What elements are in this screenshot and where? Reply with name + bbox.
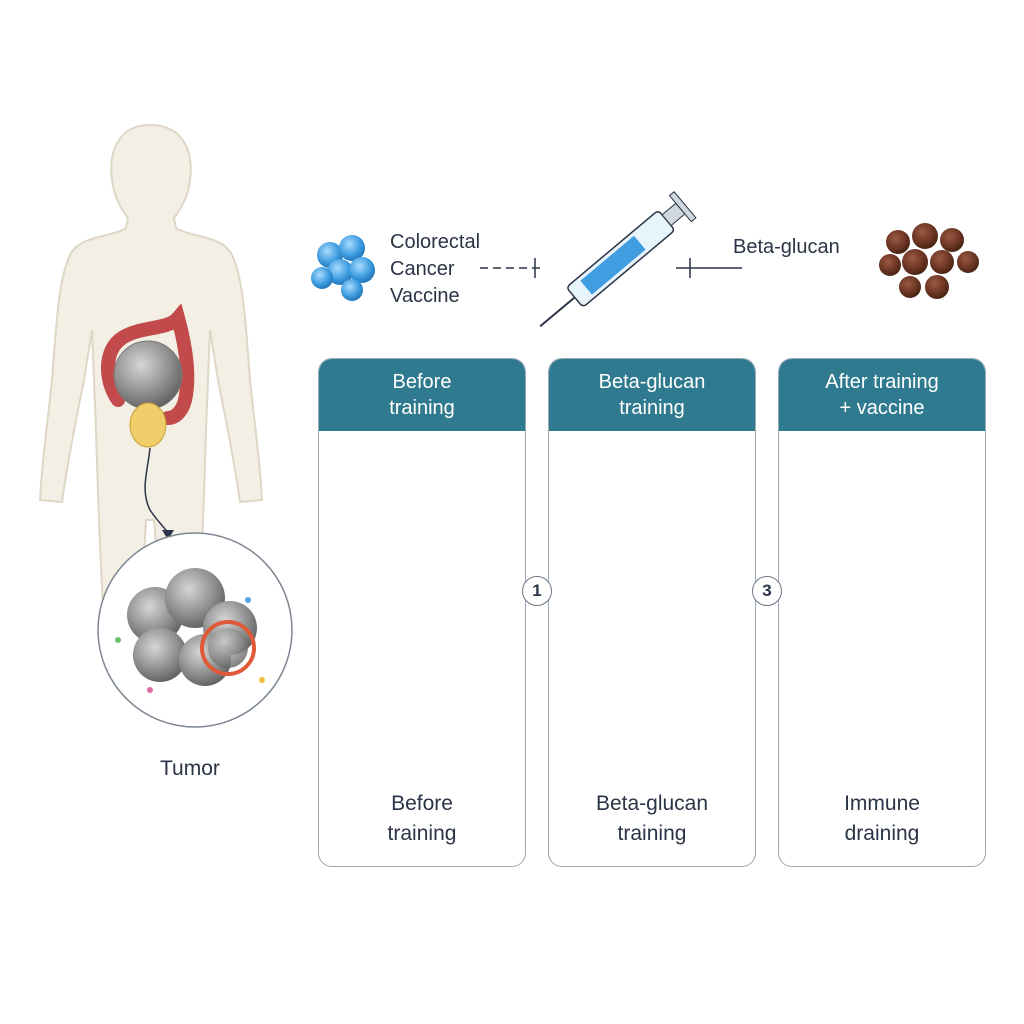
vaccine-label-line: Cancer bbox=[390, 258, 455, 280]
vaccine-particle-icon bbox=[311, 235, 375, 301]
panel-footer-line: Immune bbox=[844, 792, 920, 815]
panel-footer: Beta-glucan training bbox=[549, 789, 755, 849]
panel-footer-line: training bbox=[387, 822, 457, 845]
panel-beta-glucan-training: Beta-glucan training Beta-glucan trainin… bbox=[548, 358, 756, 867]
panel-header-line: Before bbox=[392, 371, 452, 393]
vaccine-label: Colorectal Cancer Vaccine bbox=[390, 229, 540, 310]
panel-header-line: training bbox=[619, 397, 685, 419]
panel-footer-line: training bbox=[617, 822, 687, 845]
panel-footer-line: Beta-glucan bbox=[595, 792, 709, 815]
colon-icon bbox=[100, 303, 195, 448]
panel-before-training: Before training Before training bbox=[318, 358, 526, 867]
step-marker: 3 bbox=[752, 576, 782, 606]
panel-footer: Immune draining bbox=[779, 789, 985, 849]
panel-footer-line: draining bbox=[844, 822, 920, 845]
panel-footer-line: Before bbox=[391, 792, 453, 815]
vaccine-label-line: Colorectal bbox=[390, 231, 481, 253]
panel-header-line: training bbox=[389, 397, 455, 419]
vaccine-label-line: Vaccine bbox=[390, 285, 460, 307]
panel-header: Beta-glucan training bbox=[549, 359, 755, 431]
tumor-cell-icon bbox=[97, 532, 293, 728]
beta-glucan-label: Beta-glucan bbox=[733, 236, 840, 258]
beta-glucan-particle-icon bbox=[879, 223, 979, 299]
syringe-icon bbox=[539, 191, 697, 328]
panel-header-line: After training bbox=[825, 371, 939, 393]
panel-header-line: Beta-glucan bbox=[598, 371, 706, 393]
panel-header-line: + vaccine bbox=[839, 397, 925, 419]
panel-footer: Before training bbox=[319, 789, 525, 849]
tumor-label: Tumor bbox=[160, 757, 220, 780]
step-marker: 1 bbox=[522, 576, 552, 606]
panel-header: Before training bbox=[319, 359, 525, 431]
panel-header: After training + vaccine bbox=[779, 359, 985, 431]
panel-after-training-vaccine: After training + vaccine Immune draining bbox=[778, 358, 986, 867]
